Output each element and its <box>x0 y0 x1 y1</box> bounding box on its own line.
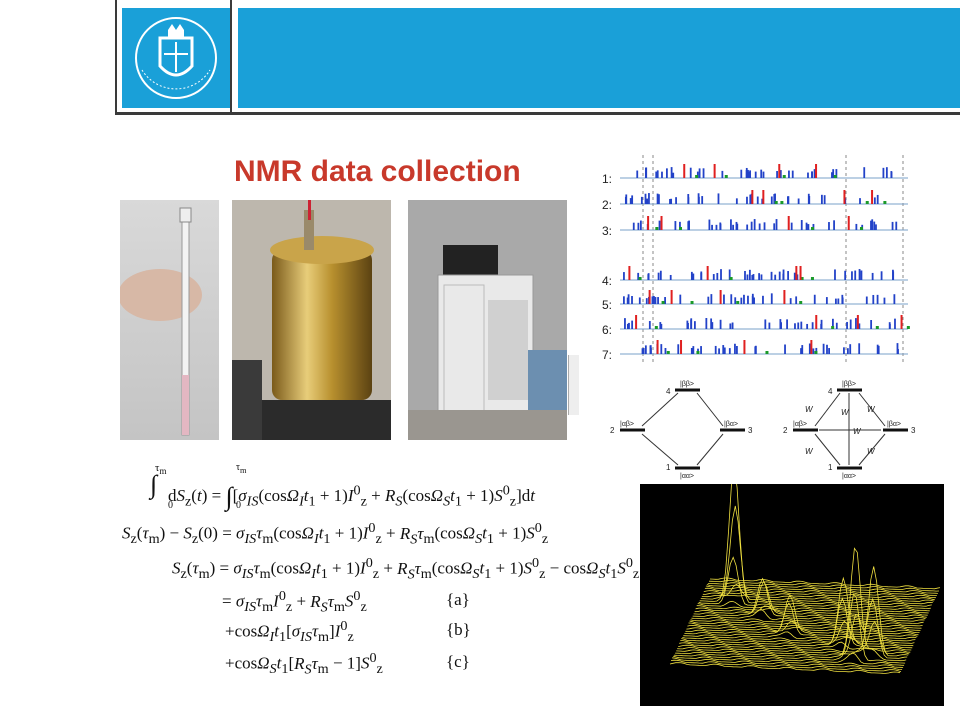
panel-edge <box>568 355 579 415</box>
svg-text:3: 3 <box>748 426 753 435</box>
equation-4: = σISτmI0z + RSτmS0z <box>222 588 367 616</box>
track-label-4: 4: <box>602 274 613 288</box>
equation-3: Sz(τm) = σISτm(cosΩIt1 + 1)I0z + RSτm(co… <box>172 555 640 583</box>
svg-text:|αβ>: |αβ> <box>620 421 634 428</box>
track-label-6: 6: <box>602 323 613 337</box>
equation-2: Sz(τm) − Sz(0) = σISτm(cosΩIt1 + 1)I0z +… <box>122 520 549 548</box>
integral-bound-0: 0 <box>168 500 173 511</box>
svg-text:|βα>: |βα> <box>724 421 738 428</box>
svg-text:|ββ>: |ββ> <box>680 381 694 388</box>
equation-1-body: dSz(t) = ∫[σIS(cosΩIt1 + 1)I0z + RS(cosΩ… <box>168 482 535 511</box>
track-label-1: 1: <box>602 172 613 186</box>
svg-text:W: W <box>867 447 876 456</box>
svg-text:1: 1 <box>828 463 833 472</box>
equation-tag-b: {b} <box>446 620 471 639</box>
header-separator <box>230 0 232 114</box>
equation-tag-a: {a} <box>446 590 470 609</box>
svg-text:W: W <box>841 408 850 417</box>
tracks-figure <box>598 150 913 375</box>
svg-text:W: W <box>805 447 814 456</box>
energy-level-diagrams: |ββ> 4 2 |αβ> 3 |βα> 1 |αα> |ββ> 4 2 |αβ… <box>610 381 916 480</box>
svg-text:|ββ>: |ββ> <box>842 381 856 388</box>
university-logo <box>122 8 230 108</box>
svg-text:|αα>: |αα> <box>680 473 694 480</box>
header-banner <box>238 8 960 108</box>
track-label-7: 7: <box>602 348 613 362</box>
svg-text:3: 3 <box>911 426 916 435</box>
track-label-3: 3: <box>602 224 613 238</box>
svg-text:|αα>: |αα> <box>842 473 856 480</box>
svg-text:2: 2 <box>783 426 788 435</box>
equation-6: +cosΩSt1[RSτm − 1]S0z <box>225 650 383 678</box>
energy-diagram-left: |ββ> 4 2 |αβ> 3 |βα> 1 |αα> <box>610 381 753 480</box>
integral-bound-0b: 0 <box>236 500 241 511</box>
svg-text:1: 1 <box>666 463 671 472</box>
svg-text:2: 2 <box>610 426 615 435</box>
nmr-console-photo <box>408 200 567 440</box>
equation-1: τm <box>155 462 167 477</box>
track-label-2: 2: <box>602 198 613 212</box>
track-label-5: 5: <box>602 298 613 312</box>
slide-title: NMR data collection <box>234 155 521 188</box>
svg-text:|αβ>: |αβ> <box>793 421 807 428</box>
equation-5: +cosΩIt1[σISτm]I0z <box>225 618 354 646</box>
svg-text:4: 4 <box>828 387 833 396</box>
svg-text:W: W <box>805 405 814 414</box>
header-left-rule <box>115 0 117 114</box>
svg-text:W: W <box>853 427 862 436</box>
header-rule <box>115 112 960 115</box>
seal-icon <box>135 17 217 99</box>
svg-text:W: W <box>867 405 876 414</box>
3d-spectrum-plot <box>640 484 944 706</box>
energy-diagram-right: |ββ> 4 2 |αβ> 3 |βα> 1 |αα> W W W W W W <box>783 381 916 480</box>
nmr-tube-photo <box>120 200 219 440</box>
equation-tag-c: {c} <box>446 652 470 671</box>
nmr-magnet-photo <box>232 200 391 440</box>
integral-1: ∫ <box>150 470 158 499</box>
svg-text:|βα>: |βα> <box>887 421 901 428</box>
integral-bound-tau: τm <box>236 462 247 475</box>
svg-text:4: 4 <box>666 387 671 396</box>
